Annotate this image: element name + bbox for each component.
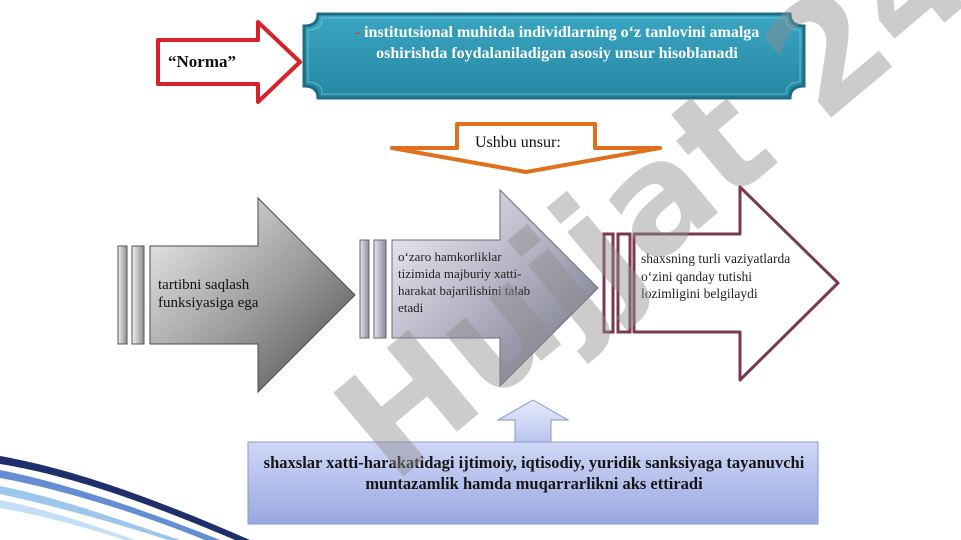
arrow3-text: shaxsning turli vaziyatlarda o‘zini qand… [641, 251, 791, 301]
arrow2-bar-a [359, 239, 370, 339]
definition-dash: - [354, 24, 365, 41]
definition-body: institutsional muhitda individlarning o‘… [364, 24, 760, 62]
arrow3-shape [632, 185, 840, 382]
arrow3-bar-b [616, 232, 632, 334]
arrow1-shape [149, 196, 356, 394]
ushbu-arrow [390, 122, 662, 174]
norma-arrow [156, 20, 302, 104]
arrow2-text: o‘zaro hamkorliklar tizimida majburiy xa… [398, 249, 531, 315]
bottom-box [247, 441, 819, 525]
arrow3-bar-a [602, 232, 615, 334]
arrow2-bar-b [373, 239, 387, 339]
arrow1-bar-b [131, 245, 145, 345]
definition-box-inner-border [307, 17, 801, 95]
arrow1-bar-a [117, 245, 128, 345]
up-arrow [496, 399, 570, 444]
decorative-swoosh [0, 456, 250, 540]
arrow2-shape [391, 188, 599, 388]
norma-label: “Norma” [168, 52, 236, 71]
definition-text: - institutsional muhitda individlarning … [322, 22, 792, 64]
definition-box [302, 12, 806, 100]
arrow1-text: tartibni saqlash funksiyasiga ega [158, 277, 259, 311]
bottom-text: shaxslar xatti-harakatidagi ijtimoiy, iq… [263, 453, 805, 493]
ushbu-label: Ushbu unsur: [475, 134, 561, 151]
